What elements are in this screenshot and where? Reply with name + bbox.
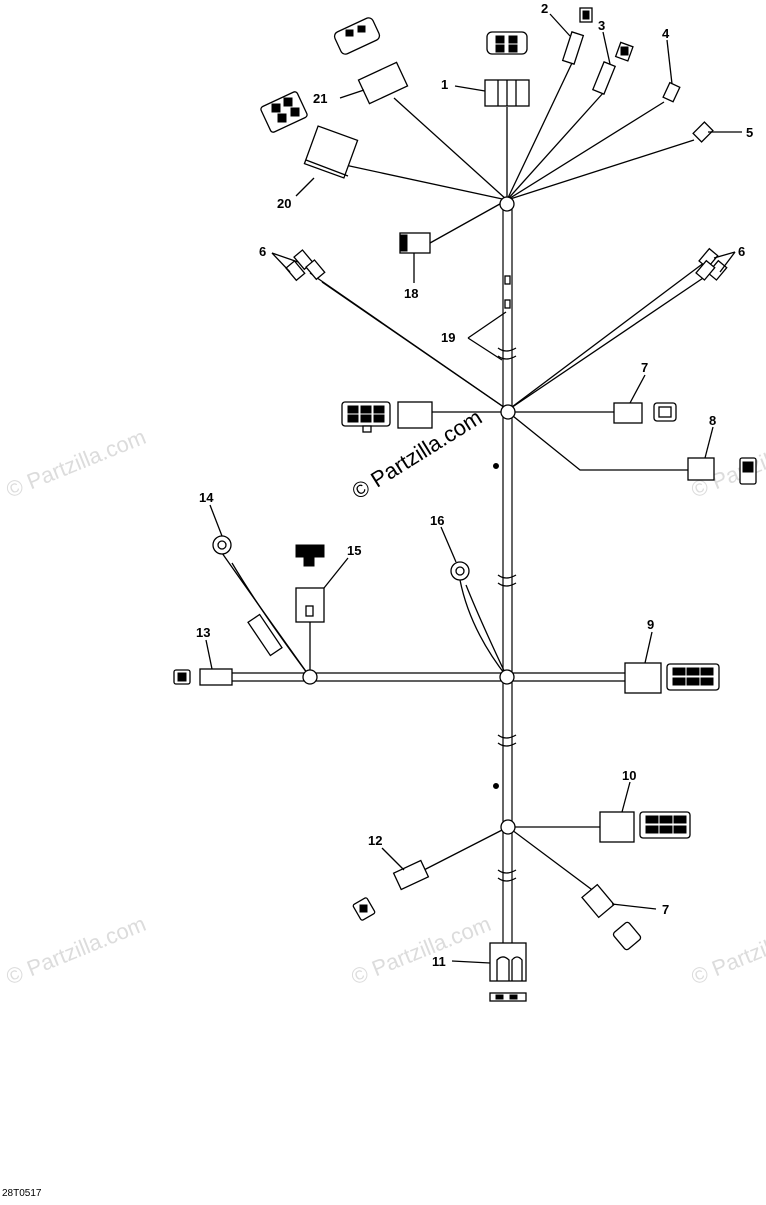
- callout-19: 19: [441, 330, 455, 345]
- second-hub-wires: [309, 261, 713, 471]
- main-trunk: [493, 205, 517, 950]
- callout-10: 10: [622, 768, 636, 783]
- callout-6-left: 6: [259, 244, 266, 259]
- part-14-ring-terminal: [212, 535, 283, 657]
- callout-9: 9: [647, 617, 654, 632]
- third-hub-wires: [221, 552, 508, 678]
- callout-11: 11: [432, 954, 446, 969]
- part-12-connector: [352, 859, 430, 921]
- mid-crossbranch: [232, 672, 625, 682]
- callout-2: 2: [541, 1, 548, 16]
- bottom-hub-wires: [419, 826, 600, 893]
- part-1-mating-plug: [486, 31, 528, 55]
- callout-7-top: 7: [641, 360, 648, 375]
- watermark-left-mid: © Partzilla.com: [3, 424, 150, 503]
- junction-upper: [500, 404, 516, 420]
- callout-12: 12: [368, 833, 382, 848]
- part-7-top-connector: [613, 402, 677, 424]
- callout-4: 4: [662, 26, 670, 41]
- part-8-connector: [687, 457, 757, 485]
- part-upper-left-connector: [341, 401, 433, 433]
- junction-middle: [499, 669, 515, 685]
- part-3-connector: [591, 41, 634, 96]
- callout-13: 13: [196, 625, 210, 640]
- callout-3: 3: [598, 18, 605, 33]
- part-6-right-connectors: [695, 247, 728, 281]
- part-13-connector: [173, 668, 233, 686]
- part-10-connector: [599, 811, 691, 843]
- part-2-connector: [561, 7, 593, 65]
- part-15-connector: [295, 544, 325, 623]
- junction-left: [302, 669, 318, 685]
- callout-15: 15: [347, 543, 361, 558]
- callout-6-right: 6: [738, 244, 745, 259]
- watermark-right-bottom: © Partzilla.com: [688, 911, 766, 990]
- callout-18: 18: [404, 286, 418, 301]
- watermark-left-bottom: © Partzilla.com: [3, 911, 150, 990]
- background-watermarks: © Partzilla.com © Partzilla.com © Partzi…: [3, 424, 766, 990]
- part-1-connector: [484, 79, 530, 107]
- leader-lines: [205, 13, 742, 964]
- callout-20: 20: [277, 196, 291, 211]
- callout-5: 5: [746, 125, 753, 140]
- junction-bottom: [500, 819, 516, 835]
- junction-nodes: [302, 196, 516, 835]
- part-7-bottom-connector: [581, 883, 642, 951]
- callout-7-bottom: 7: [662, 902, 669, 917]
- callout-21: 21: [313, 91, 327, 106]
- part-18-connector: [399, 232, 431, 254]
- figure-code: 28T0517: [2, 1188, 42, 1199]
- callout-16: 16: [430, 513, 444, 528]
- callout-14: 14: [199, 490, 214, 505]
- junction-top: [499, 196, 515, 212]
- callout-8: 8: [709, 413, 716, 428]
- part-6-left-connectors: [285, 249, 326, 282]
- part-4-connector: [662, 81, 681, 103]
- top-hub-wires: [344, 62, 695, 244]
- callout-1: 1: [441, 77, 448, 92]
- part-16-ring-terminal: [450, 561, 470, 581]
- watermark-center-bottom: © Partzilla.com: [348, 911, 495, 990]
- part-21-connector: [260, 17, 409, 133]
- part-5-connector: [692, 121, 714, 143]
- part-9-connector: [624, 662, 720, 694]
- part-11-connector: [489, 942, 527, 1002]
- callout-labels: 1 2 3 4 5 6 6 7 7 8 9 10 11 12 13 14 15 …: [196, 1, 753, 969]
- part-20-connector: [303, 125, 359, 179]
